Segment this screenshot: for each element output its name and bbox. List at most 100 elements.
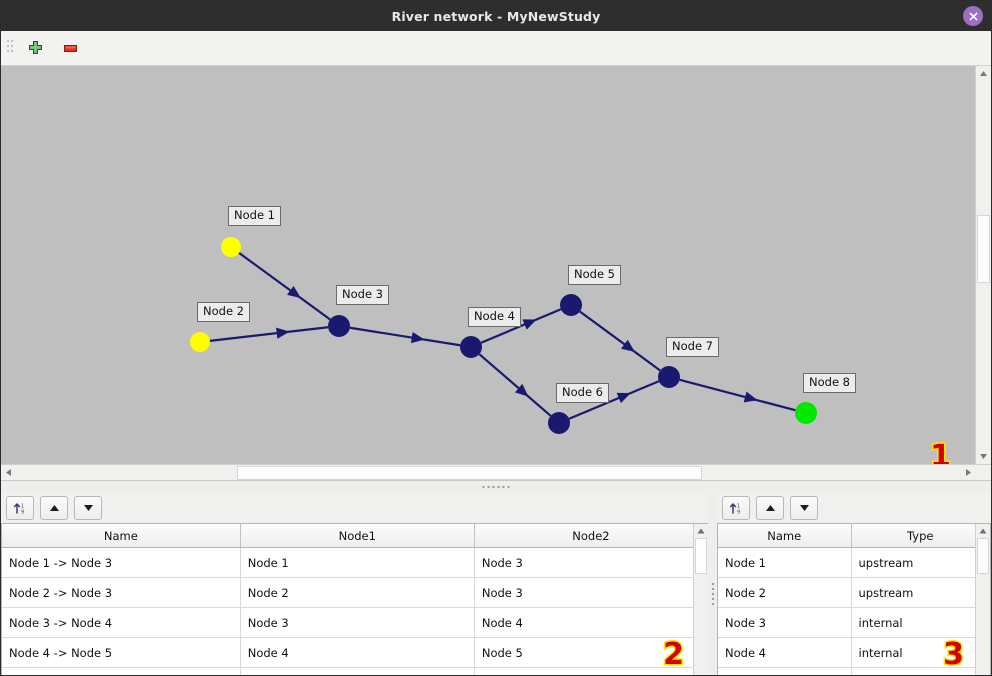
column-header-name[interactable]: Name	[2, 524, 241, 548]
table-cell[interactable]: Node 1 -> Node 3	[2, 547, 241, 578]
table-cell[interactable]	[851, 667, 990, 675]
edge-Node4-Node5[interactable]	[480, 308, 562, 344]
table-cell[interactable]: Node 3 -> Node 4	[2, 607, 241, 638]
node-label-node4[interactable]: Node 4	[468, 307, 521, 327]
scroll-right-arrow-icon[interactable]	[961, 465, 976, 480]
column-header-name[interactable]: Name	[718, 524, 852, 548]
canvas-vscroll-thumb[interactable]	[977, 215, 990, 283]
scroll-left-arrow-icon[interactable]	[1, 465, 16, 480]
edge-Node7-Node8[interactable]	[679, 378, 796, 412]
node-node4[interactable]	[460, 336, 482, 358]
edge-arrow-icon	[286, 285, 301, 299]
canvas-horizontal-scrollbar[interactable]	[1, 464, 991, 480]
network-diagram[interactable]	[1, 66, 976, 464]
node-label-node6[interactable]: Node 6	[556, 383, 609, 403]
edge-Node2-Node3[interactable]	[209, 326, 329, 342]
table-cell[interactable]: Node 2	[240, 577, 475, 608]
table-cell[interactable]: Node 2	[718, 577, 852, 608]
remove-node-button[interactable]	[54, 34, 86, 62]
table-cell[interactable]: Node 4 -> Node 5	[2, 637, 241, 668]
table-cell[interactable]: Node 1	[718, 547, 852, 578]
table-cell[interactable]: Node 3	[240, 607, 475, 638]
close-icon[interactable]	[963, 6, 983, 26]
canvas-vscroll-track[interactable]	[976, 81, 991, 449]
canvas-hscroll-thumb[interactable]	[237, 466, 702, 480]
edge-Node4-Node6[interactable]	[478, 353, 552, 417]
node-node2[interactable]	[190, 332, 210, 352]
toolbar-grip[interactable]	[7, 38, 14, 58]
node-label-node1[interactable]: Node 1	[228, 206, 281, 226]
table-cell[interactable]	[718, 667, 852, 675]
branches-scroll-thumb[interactable]	[695, 538, 707, 574]
edge-Node5-Node7[interactable]	[579, 310, 661, 372]
node-label-node2[interactable]: Node 2	[197, 302, 250, 322]
vertical-splitter[interactable]	[708, 492, 717, 675]
column-header-node2[interactable]: Node2	[474, 524, 708, 548]
nodes-sort-button[interactable]: 1 9	[722, 495, 750, 520]
horizontal-splitter[interactable]	[1, 480, 991, 492]
svg-text:1: 1	[21, 503, 24, 509]
scroll-up-arrow-icon[interactable]	[976, 66, 991, 81]
table-cell[interactable]: Node 2 -> Node 3	[2, 577, 241, 608]
nodes-move-up-button[interactable]	[756, 495, 784, 520]
svg-text:9: 9	[737, 509, 740, 515]
node-label-node3[interactable]: Node 3	[336, 285, 389, 305]
table-cell[interactable]: Node 3	[718, 607, 852, 638]
nodes-scroll-thumb[interactable]	[977, 538, 989, 574]
node-node3[interactable]	[328, 315, 350, 337]
node-label-node8[interactable]: Node 8	[803, 373, 856, 393]
nodes-scroll-up-icon[interactable]	[976, 524, 990, 538]
branches-move-up-button[interactable]	[40, 495, 68, 520]
edge-Node1-Node3[interactable]	[238, 252, 331, 321]
sort-ascending-icon: 1 9	[729, 502, 740, 515]
node-node6[interactable]	[548, 412, 570, 434]
branches-scroll-up-icon[interactable]	[694, 524, 708, 538]
table-cell[interactable]	[240, 667, 475, 675]
edge-Node3-Node4[interactable]	[349, 326, 461, 347]
table-cell[interactable]: Node 1	[240, 547, 475, 578]
edge-Node6-Node7[interactable]	[568, 380, 660, 420]
table-cell[interactable]: Node 4	[718, 637, 852, 668]
node-node8[interactable]	[795, 402, 817, 424]
canvas-vertical-scrollbar[interactable]	[975, 66, 991, 464]
table-cell[interactable]: Node 5	[474, 637, 708, 668]
minus-icon	[63, 44, 77, 52]
branches-table-scrollbar[interactable]	[693, 524, 708, 675]
node-label-node7[interactable]: Node 7	[666, 337, 719, 357]
table-cell[interactable]: Node 4	[474, 607, 708, 638]
table-cell[interactable]: Node 3	[474, 547, 708, 578]
table-cell[interactable]	[2, 667, 241, 675]
node-node7[interactable]	[658, 366, 680, 388]
table-cell[interactable]: Node 3	[474, 577, 708, 608]
scroll-down-arrow-icon[interactable]	[976, 449, 991, 464]
nodes-table-scrollbar[interactable]	[975, 524, 990, 675]
table-cell[interactable]: Node 4	[240, 637, 475, 668]
add-node-button[interactable]	[19, 34, 51, 62]
column-header-type[interactable]: Type	[851, 524, 990, 548]
column-header-node1[interactable]: Node1	[240, 524, 475, 548]
annotation-3: 3	[942, 637, 966, 672]
node-node5[interactable]	[560, 294, 582, 316]
table-cell[interactable]: internal	[851, 637, 990, 668]
table-cell[interactable]: internal	[851, 607, 990, 638]
nodes-move-down-button[interactable]	[790, 495, 818, 520]
table-cell[interactable]: upstream	[851, 577, 990, 608]
table-cell[interactable]: upstream	[851, 547, 990, 578]
branches-sort-button[interactable]: 1 9	[6, 495, 34, 520]
node-node1[interactable]	[221, 237, 241, 257]
node-label-node5[interactable]: Node 5	[568, 265, 621, 285]
branches-move-down-button[interactable]	[74, 495, 102, 520]
table-row-empty[interactable]	[2, 667, 708, 675]
